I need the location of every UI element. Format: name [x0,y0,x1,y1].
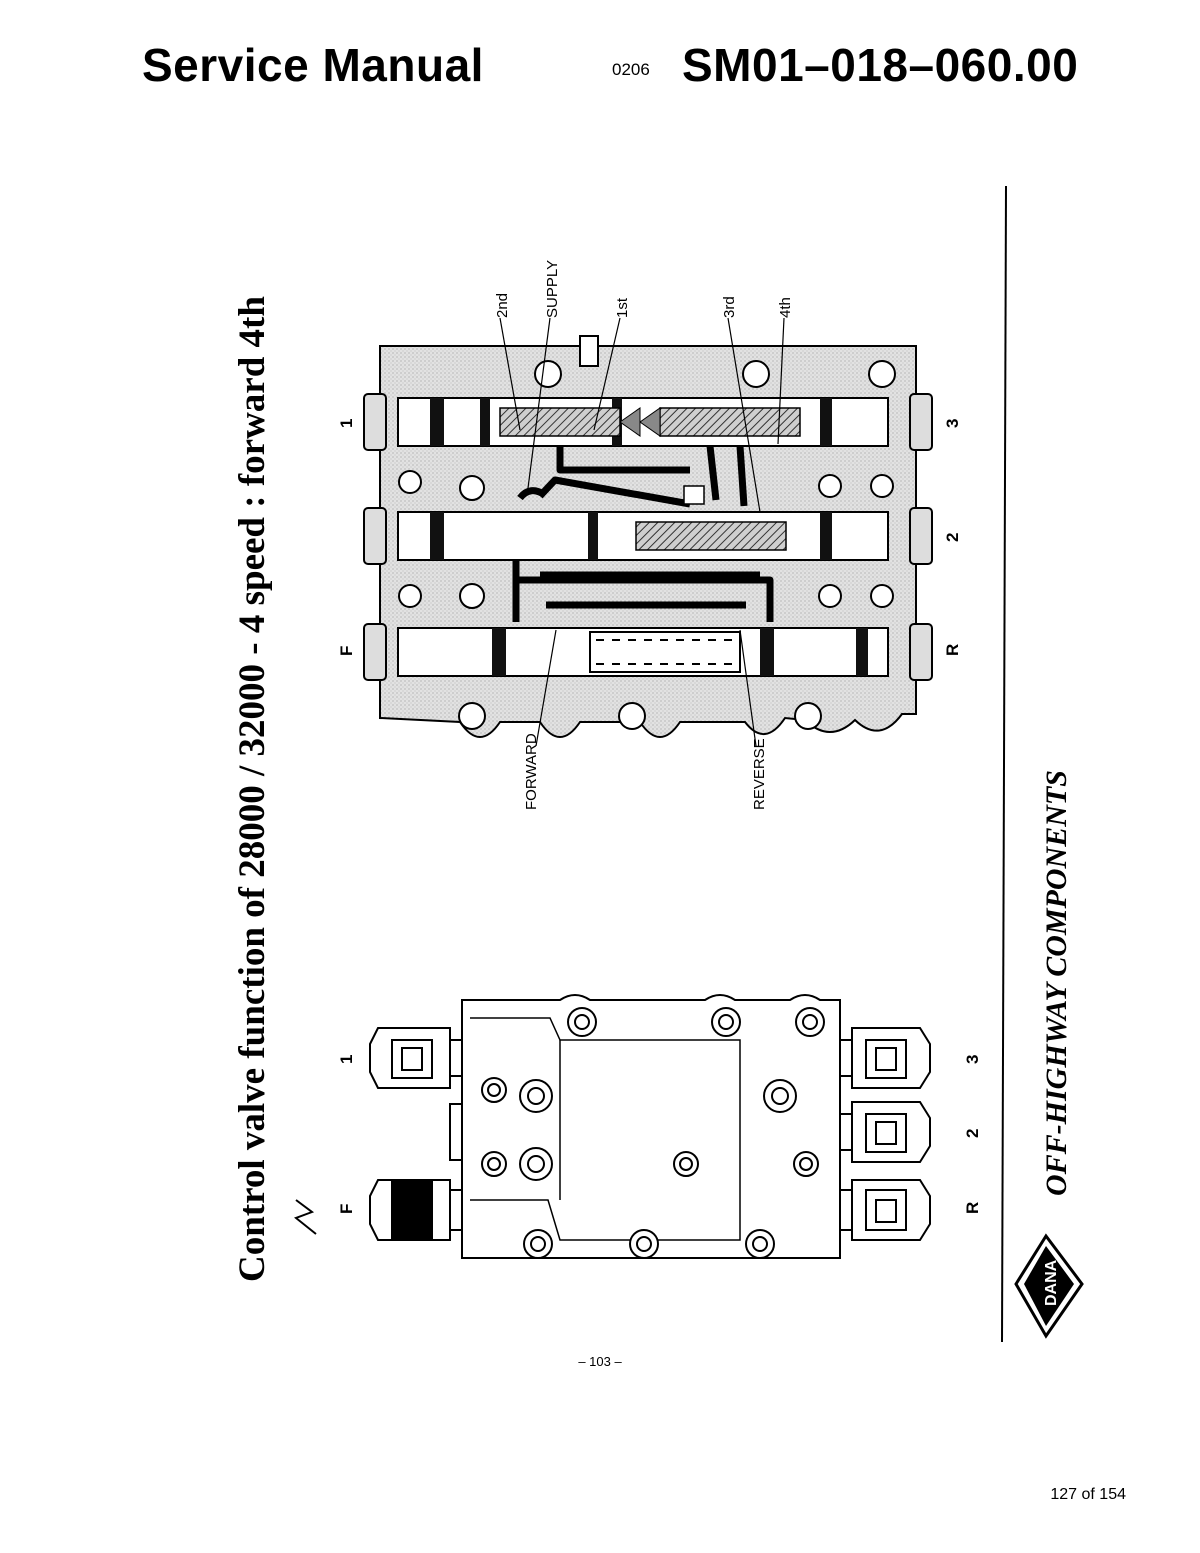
label-supply: SUPPLY [544,260,561,318]
page-title: Service Manual [142,39,484,91]
sec-label-1: 1 [337,419,356,428]
solenoid-f-active [369,1179,463,1241]
ext-label-3: 3 [963,1055,982,1064]
solenoid-3 [839,1027,931,1089]
page-number: – 103 – [578,1354,622,1369]
label-reverse: REVERSE [751,738,768,810]
logo-text: DANA [1043,1259,1060,1306]
sec-label-3: 3 [943,419,962,428]
page-count: 127 of 154 [1050,1486,1126,1503]
document-code: SM01–018–060.00 [682,39,1079,91]
label-1st: 1st [614,297,631,318]
label-forward: FORWARD [523,733,540,810]
revision-code: 0206 [612,60,650,79]
brand-tagline: OFF-HIGHWAY COMPONENTS [1040,770,1073,1196]
energized-icon [294,1199,317,1235]
sec-label-f: F [337,646,356,656]
valve-exterior-diagram [369,994,931,1259]
dana-logo: DANA [1014,1233,1084,1339]
ext-label-2: 2 [963,1129,982,1138]
ext-label-f: F [337,1204,356,1214]
ext-label-r: R [963,1202,982,1214]
solenoid-1 [369,1027,463,1089]
figure-title: Control valve function of 28000 / 32000 … [232,296,273,1282]
label-2nd: 2nd [494,293,511,318]
sec-label-2: 2 [943,533,962,542]
ext-label-1: 1 [337,1055,356,1064]
sec-label-r: R [943,644,962,656]
valve-section-diagram [363,317,933,747]
label-3rd: 3rd [721,296,738,318]
divider-line [1001,185,1007,1343]
solenoid-2 [839,1101,931,1163]
label-4th: 4th [777,297,794,318]
solenoid-r [839,1179,931,1241]
